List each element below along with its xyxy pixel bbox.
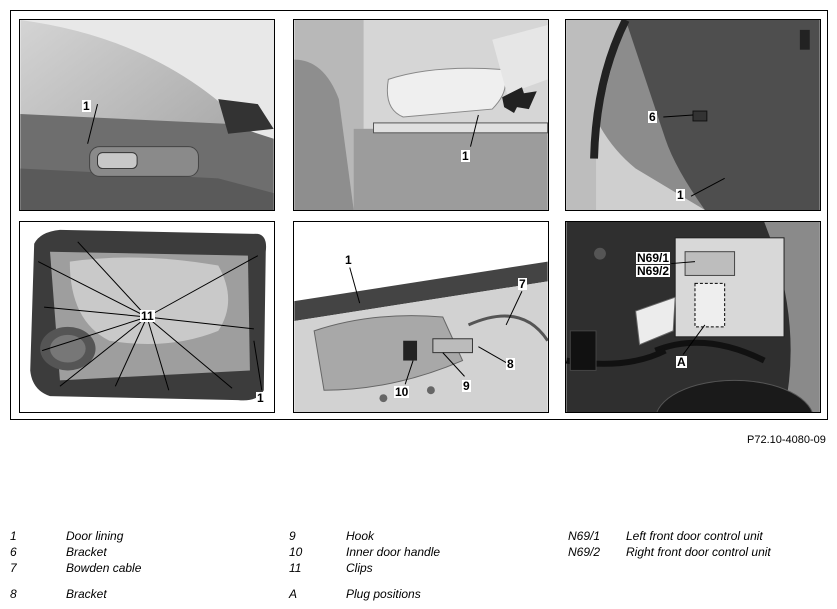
legend-value: Bracket: [66, 587, 107, 601]
legend-key: 10: [289, 545, 303, 559]
callout-1: 1: [461, 149, 470, 163]
callout-11: 11: [140, 309, 155, 323]
legend-key: 6: [10, 545, 17, 559]
legend-key: N69/2: [568, 545, 601, 559]
legend-key: N69/1: [568, 529, 601, 543]
callout-1: 1: [256, 391, 265, 405]
legend-key: 7: [10, 561, 17, 575]
photo-door-lining: 1: [19, 19, 275, 211]
legend-value: Door lining: [66, 529, 124, 543]
callout-a: A: [676, 355, 687, 369]
legend-key: 9: [289, 529, 296, 543]
legend-value: Right front door control unit: [626, 545, 771, 559]
legend-value: Plug positions: [346, 587, 421, 601]
photo-window-hand: 1: [293, 19, 549, 211]
callout-1: 1: [676, 188, 685, 202]
photo-bowden-cable: 1 7 8 9 10: [293, 221, 549, 413]
door-lining-photo: [20, 20, 274, 210]
callout-n69-2: N69/2: [636, 264, 671, 278]
photo-bracket: 6 1: [565, 19, 821, 211]
legend-key: 8: [10, 587, 17, 601]
control-unit-photo: [566, 222, 820, 412]
photo-clips: 11 1: [19, 221, 275, 413]
callout-8: 8: [506, 357, 515, 371]
legend-value: Bracket: [66, 545, 107, 559]
figure-frame: 1 1 6 1: [10, 10, 828, 420]
legend-key: 11: [289, 561, 302, 575]
legend-value: Bowden cable: [66, 561, 142, 575]
photo-control-unit: N69/1 N69/2 A: [565, 221, 821, 413]
legend-value: Hook: [346, 529, 375, 543]
legend-key: 1: [10, 529, 17, 543]
callout-1: 1: [344, 253, 353, 267]
figure-reference: P72.10-4080-09: [747, 434, 826, 446]
callout-10: 10: [394, 385, 410, 399]
callout-6: 6: [648, 110, 657, 124]
bowden-cable-photo: [294, 222, 548, 412]
callout-7: 7: [518, 277, 527, 291]
window-hand-photo: [294, 20, 548, 210]
callout-9: 9: [462, 379, 471, 393]
callout-1: 1: [82, 99, 91, 113]
clips-photo: [20, 222, 274, 412]
legend-value: Clips: [346, 561, 373, 575]
legend-value: Inner door handle: [346, 545, 441, 559]
legend-value: Left front door control unit: [626, 529, 763, 543]
bracket-photo: [566, 20, 820, 210]
callout-n69-1: N69/1: [636, 251, 671, 265]
legend-key: A: [289, 587, 298, 601]
